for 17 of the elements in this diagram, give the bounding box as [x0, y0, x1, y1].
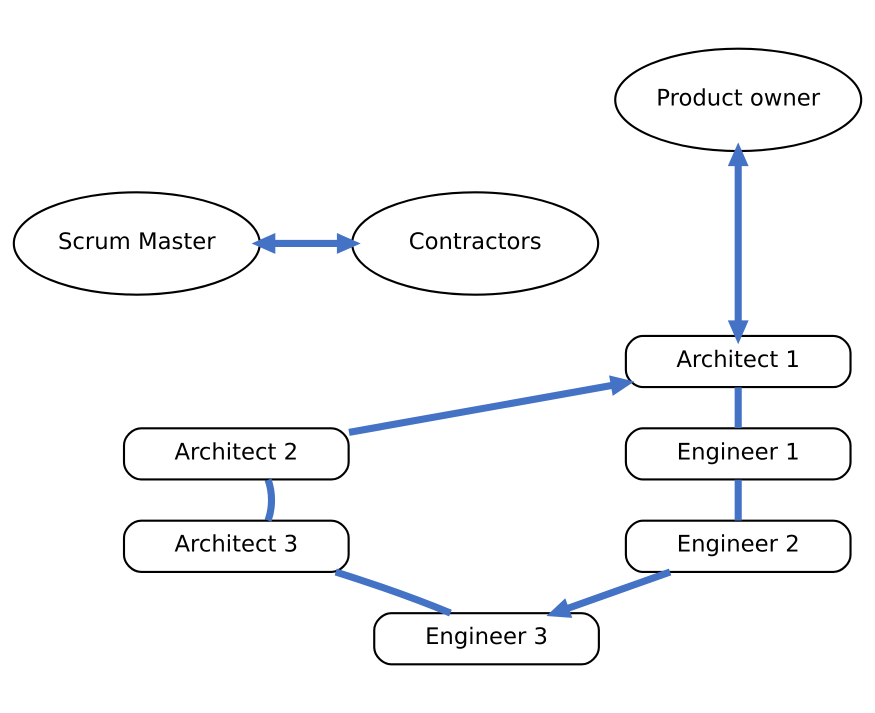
node-ellipse: Scrum Master [12, 191, 261, 296]
node-ellipse: Product owner [614, 48, 862, 152]
connector [734, 387, 742, 428]
node-ellipse: Contractors [351, 191, 600, 296]
node-box: Engineer 1 [624, 427, 852, 481]
node-box: Architect 3 [122, 520, 350, 573]
node-box: Architect 2 [122, 427, 350, 481]
node-box: Engineer 3 [373, 612, 600, 666]
connector [734, 480, 742, 520]
node-box: Engineer 2 [624, 520, 852, 573]
connector [334, 568, 452, 616]
node-box: Architect 1 [624, 334, 852, 388]
arrow [728, 142, 749, 344]
arrow [348, 375, 634, 436]
connector [264, 478, 276, 522]
arrow [252, 233, 361, 254]
arrow [546, 568, 672, 618]
